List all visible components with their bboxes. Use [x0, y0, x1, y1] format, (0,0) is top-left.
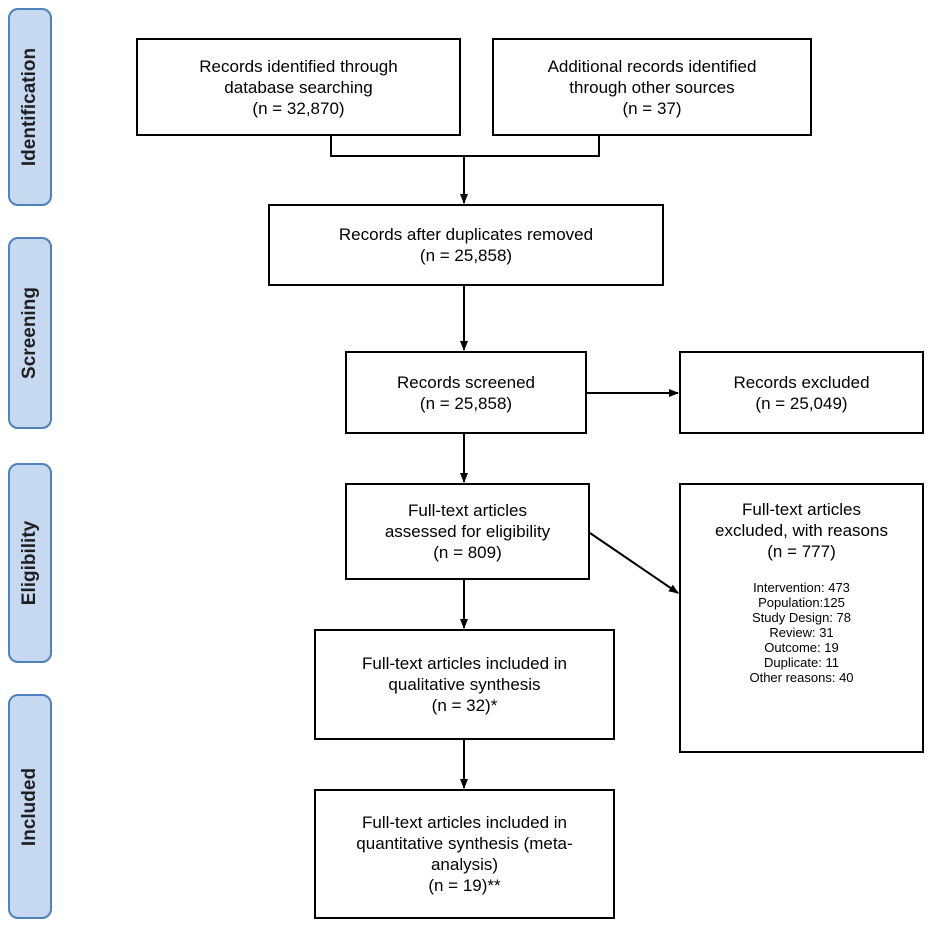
box-text-line: (n = 37): [622, 98, 682, 118]
phase-included-label: Included: [19, 767, 40, 846]
box-text-line: quantitative synthesis (meta-: [356, 834, 573, 853]
box-text-line: Full-text articles: [407, 501, 528, 520]
exclusion-reason: Other reasons: 40: [749, 670, 854, 685]
exclusion-reason: Outcome: 19: [764, 640, 839, 655]
phase-screening: Screening: [8, 237, 52, 429]
exclusion-reason: Study Design: 78: [751, 610, 851, 625]
box-text-line: (n = 19)**: [428, 876, 501, 895]
box-text-line: (n = 777): [767, 542, 836, 561]
box-text-line: Full-text articles: [741, 500, 862, 519]
exclusion-reason: Population:125: [758, 595, 845, 610]
box-text-line: (n = 809): [433, 543, 502, 562]
box-records-excluded: Records excluded (n = 25,049): [679, 351, 924, 434]
phase-screening-label: Screening: [19, 287, 40, 379]
box-text-line: Full-text articles included in: [361, 813, 568, 832]
phase-eligibility: Eligibility: [8, 463, 52, 663]
box-text-line: assessed for eligibility: [384, 522, 551, 541]
box-qualitative-synthesis: Full-text articles included in qualitati…: [314, 629, 615, 740]
exclusion-reason: Duplicate: 11: [764, 655, 839, 670]
box-fulltext-assessed: Full-text articles assessed for eligibil…: [345, 483, 590, 580]
phase-identification-label: Identification: [19, 47, 40, 167]
box-text-line: (n = 25,049): [755, 393, 848, 413]
box-text-line: Records excluded: [733, 372, 870, 392]
phase-eligibility-label: Eligibility: [19, 520, 40, 606]
box-text-line: Records identified through: [199, 56, 398, 76]
box-text-line: excluded, with reasons: [715, 521, 888, 540]
phase-included: Included: [8, 694, 52, 919]
box-fulltext-excluded: Full-text articles excluded, with reason…: [679, 483, 924, 753]
exclusion-reason: Review: 31: [769, 625, 834, 640]
phase-identification: Identification: [8, 8, 52, 206]
box-text-line: Additional records identified: [547, 56, 757, 76]
box-text-line: Records screened: [397, 372, 535, 392]
box-text-line: database searching: [224, 77, 373, 97]
box-text-line: (n = 32,870): [252, 98, 345, 118]
box-database-search: Records identified through database sear…: [136, 38, 461, 136]
box-records-screened: Records screened (n = 25,858): [345, 351, 587, 434]
box-quantitative-synthesis: Full-text articles included in quantitat…: [314, 789, 615, 919]
exclusion-reasons-list: Intervention: 473 Population:125 Study D…: [749, 580, 853, 685]
box-text-line: Records after duplicates removed: [338, 225, 594, 244]
box-text-line: (n = 25,858): [419, 246, 513, 265]
box-text-line: Full-text articles included in: [361, 654, 568, 673]
exclusion-reason: Intervention: 473: [753, 580, 850, 595]
box-text-line: through other sources: [569, 77, 735, 97]
box-text-line: analysis): [430, 855, 499, 874]
box-text-line: (n = 32)*: [431, 696, 498, 715]
box-other-sources: Additional records identified through ot…: [492, 38, 812, 136]
box-duplicates-removed: Records after duplicates removed (n = 25…: [268, 204, 664, 286]
box-text-line: (n = 25,858): [419, 393, 513, 413]
arrow-to-fulltext-excluded: [589, 532, 679, 594]
box-text-line: qualitative synthesis: [388, 675, 541, 694]
